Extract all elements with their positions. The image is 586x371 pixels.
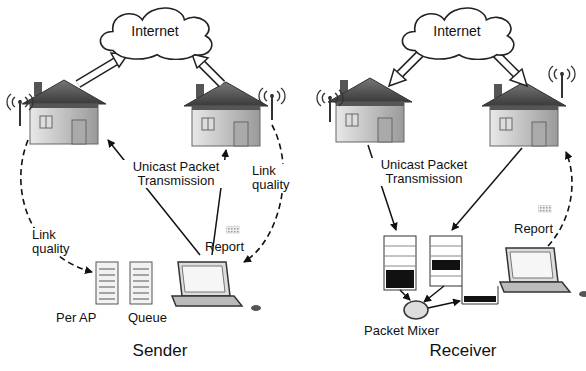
queue-icon	[384, 236, 416, 290]
flow-arrow	[400, 290, 410, 300]
report-packet	[538, 205, 552, 213]
house-icon	[328, 78, 412, 142]
hollow-arrow	[192, 54, 222, 84]
mixer-circle	[404, 301, 428, 319]
component-label: Packet Mixer	[364, 324, 464, 338]
node-text: Internet	[131, 23, 178, 39]
panel-title: Receiver	[398, 341, 528, 361]
arrow-label: Link quality	[30, 228, 86, 256]
house-icon	[22, 80, 106, 144]
output-queue	[462, 286, 498, 304]
hollow-arrow	[496, 54, 527, 86]
house-icon	[184, 82, 268, 146]
arrow-label: Link quality	[250, 164, 306, 192]
node-text: Internet	[433, 23, 480, 39]
flow-arrow	[424, 286, 444, 302]
queue-icon	[96, 262, 118, 304]
antenna-icon	[259, 88, 285, 120]
report-packet	[226, 226, 240, 234]
unicast-arrow	[108, 140, 200, 255]
laptop-icon	[500, 248, 586, 297]
house-icon	[482, 82, 566, 146]
arrow-label: Report	[512, 222, 555, 236]
hollow-arrow	[78, 53, 128, 84]
cloud-node: Internet	[394, 2, 520, 60]
cloud-node: Internet	[92, 2, 218, 60]
queue-icon	[430, 236, 462, 286]
component-label: Queue	[128, 311, 178, 325]
hollow-arrow	[389, 54, 420, 86]
link-quality-arrow	[244, 125, 283, 262]
arrow-label: Report	[205, 240, 253, 254]
queue-icon	[130, 262, 152, 304]
link-quality-arrow	[21, 140, 92, 272]
antenna-icon	[317, 90, 343, 122]
antenna-icon	[549, 66, 575, 98]
arrow-label: Unicast Packet Transmission	[118, 160, 234, 188]
laptop-icon	[172, 262, 261, 311]
flow-arrow	[428, 301, 460, 308]
panel-title: Sender	[100, 341, 220, 361]
antenna-icon	[7, 94, 33, 126]
component-label: Per AP	[56, 311, 106, 325]
arrow-label: Unicast Packet Transmission	[366, 158, 482, 186]
